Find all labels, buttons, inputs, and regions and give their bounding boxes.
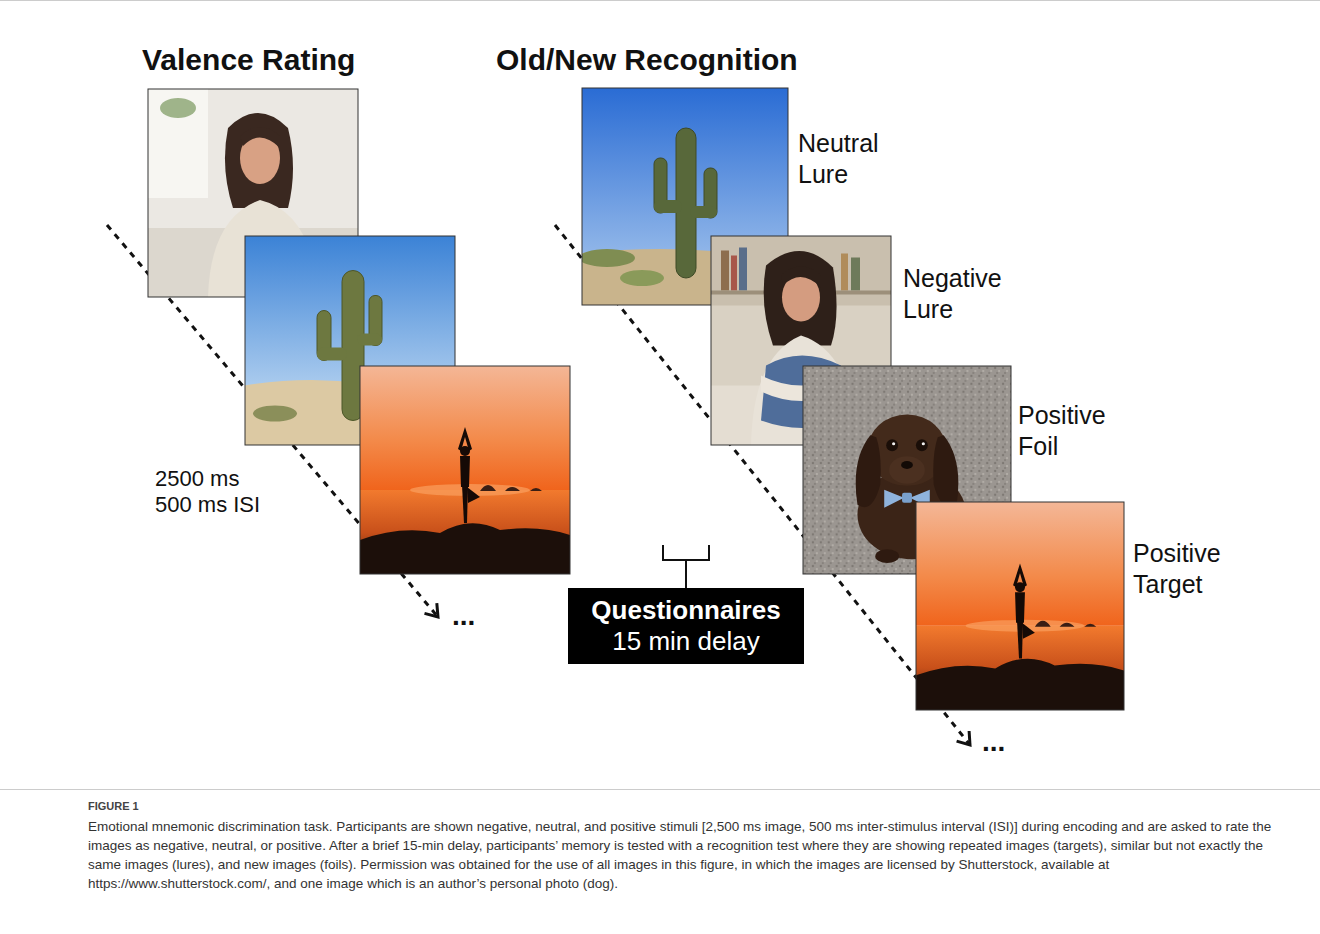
illustration-shape [902, 493, 912, 503]
illustration-shape [690, 206, 717, 218]
illustration-shape [875, 549, 899, 563]
illustration-shape [357, 334, 382, 346]
illustration-shape [901, 461, 913, 469]
photo-yoga-target [916, 502, 1124, 710]
box-heading: Questionnaires [568, 595, 804, 626]
figure-caption: Emotional mnemonic discrimination task. … [88, 817, 1293, 893]
illustration-shape [781, 267, 821, 288]
illustration-shape [620, 270, 664, 286]
timing-label: 2500 ms [155, 466, 239, 492]
top-rule [0, 0, 1320, 1]
illustration-shape [1015, 592, 1025, 623]
illustration-shape [739, 248, 747, 291]
photo-yoga [360, 365, 570, 575]
arrow-head [425, 603, 439, 617]
column-heading: Old/New Recognition [496, 42, 798, 78]
illustration-shape [467, 487, 480, 503]
illustration-shape [856, 435, 881, 507]
continuation-dots: ... [982, 726, 1005, 758]
illustration-shape [160, 98, 196, 118]
illustration-shape [841, 254, 848, 291]
illustration-shape [148, 88, 208, 198]
delay-box: Questionnaires15 min delay [568, 588, 804, 664]
illustration-shape [916, 502, 1124, 626]
figure-number: FIGURE 1 [88, 799, 139, 813]
illustration-shape [460, 456, 470, 487]
continuation-dots: ... [452, 600, 475, 632]
illustration-shape [225, 113, 293, 208]
illustration-shape [1035, 621, 1096, 627]
illustration-shape [764, 251, 837, 346]
photo-frame [360, 366, 570, 574]
illustration-shape [721, 251, 729, 291]
image-label: Positive Foil [1018, 400, 1133, 462]
illustration-shape [1013, 563, 1027, 587]
illustration-shape [654, 200, 682, 213]
illustration-shape [886, 439, 898, 451]
illustration-shape [851, 258, 860, 291]
column-heading: Valence Rating [142, 42, 355, 78]
image-label: Neutral Lure [798, 128, 913, 190]
delay-bracket [663, 545, 709, 588]
illustration-shape [579, 249, 635, 267]
illustration-shape [360, 523, 570, 575]
illustration-shape [253, 406, 297, 422]
illustration-shape [889, 456, 925, 484]
illustration-shape [922, 442, 925, 445]
timing-label: 500 ms ISI [155, 492, 260, 518]
box-body: 15 min delay [568, 626, 804, 657]
illustration-shape [916, 659, 1124, 710]
illustration-shape [458, 427, 472, 451]
illustration-shape [462, 485, 468, 523]
illustration-shape [480, 485, 542, 491]
illustration-shape [360, 365, 570, 490]
illustration-shape [1022, 623, 1035, 639]
photo-frame [916, 502, 1124, 710]
image-label: Positive Target [1133, 538, 1248, 600]
illustration-shape [240, 127, 280, 148]
illustration-shape [731, 256, 737, 291]
illustration-shape [892, 442, 895, 445]
illustration-shape [1017, 621, 1023, 659]
illustration-shape [916, 439, 928, 451]
illustration-shape [933, 435, 958, 507]
image-label: Negative Lure [903, 263, 1018, 325]
caption-rule [0, 789, 1320, 790]
illustration-shape [317, 348, 347, 361]
arrow-head [957, 731, 970, 745]
